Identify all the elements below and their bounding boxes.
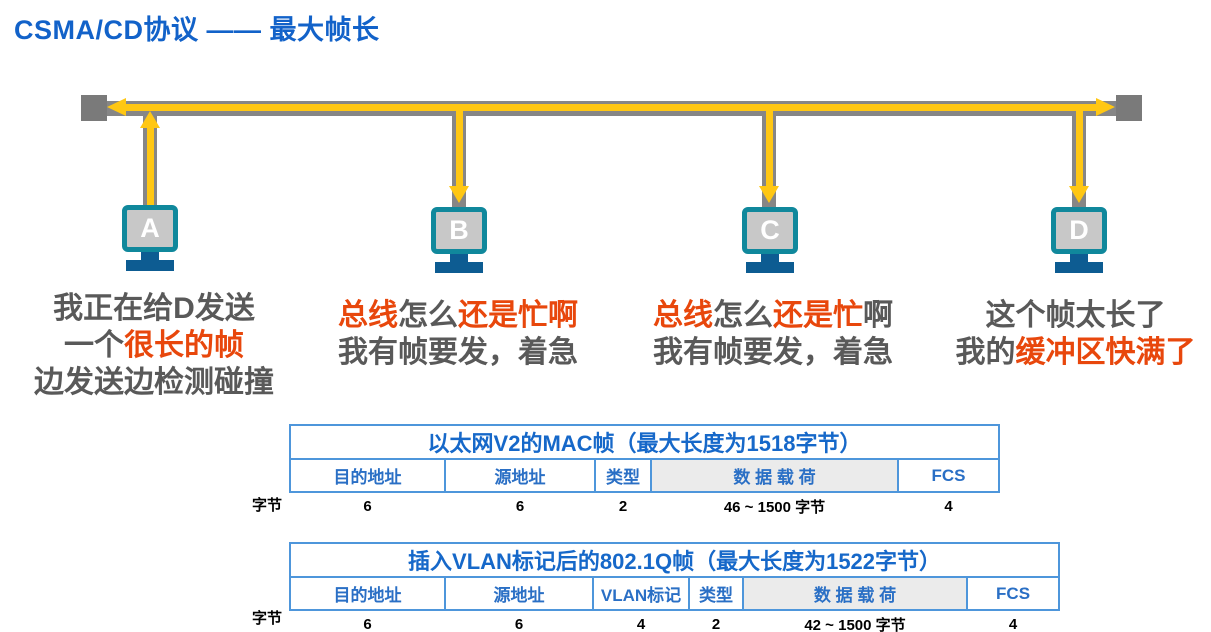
field-src-address: 源地址 <box>444 458 596 493</box>
computer-c-stand-neck <box>761 254 779 263</box>
signal-shaft-a <box>147 127 154 205</box>
bytes-vlan-tag: 4 <box>636 615 646 632</box>
mac-frame-fields-row: 目的地址 源地址 类型 数 据 载 荷 FCS <box>289 458 1001 493</box>
computer-b-stand-base <box>435 262 483 273</box>
field-fcs: FCS <box>965 576 1061 611</box>
computer-c-label: C <box>760 215 780 245</box>
field-payload: 数 据 载 荷 <box>650 458 899 493</box>
bytes-dest-address: 6 <box>363 497 372 515</box>
field-payload: 数 据 载 荷 <box>742 576 968 611</box>
arrow-left-icon <box>107 98 126 116</box>
bytes-type: 2 <box>618 497 628 515</box>
signal-shaft-d <box>1076 111 1083 187</box>
bytes-type: 2 <box>711 615 721 632</box>
speech-b-line2: 我有帧要发，着急 <box>338 336 578 369</box>
vlan-frame-table: 插入VLAN标记后的802.1Q帧（最大长度为1522字节） 目的地址 源地址 … <box>288 542 1061 632</box>
bytes-payload: 42 ~ 1500 字节 <box>804 616 906 632</box>
vlan-frame-unit-label: 字节 <box>252 610 283 627</box>
computer-d-icon: D <box>1051 207 1107 254</box>
field-dest-address: 目的地址 <box>289 458 446 493</box>
mac-frame-unit-label: 字节 <box>252 497 283 514</box>
speech-d-line2: 我的缓冲区快满了 <box>955 336 1196 369</box>
bytes-src-address: 6 <box>515 497 525 515</box>
vlan-frame-title: 插入VLAN标记后的802.1Q帧（最大长度为1522字节） <box>288 542 1061 578</box>
computer-b-label: B <box>449 215 469 245</box>
computer-a-label: A <box>140 213 160 243</box>
signal-line-horizontal <box>126 104 1096 111</box>
arrow-down-icon-d <box>1069 186 1089 203</box>
computer-d-stand-neck <box>1070 254 1088 263</box>
mac-frame-table: 以太网V2的MAC帧（最大长度为1518字节） 目的地址 源地址 类型 数 据 … <box>288 424 1001 519</box>
computer-c-stand-base <box>746 262 794 273</box>
computer-b-icon: B <box>431 207 487 254</box>
computer-a-stand-neck <box>141 252 159 261</box>
computer-c-icon: C <box>742 207 798 254</box>
speech-c-line1: 总线怎么还是忙啊 <box>653 299 893 332</box>
mac-frame-bytes-row: 6 6 2 46 ~ 1500 字节 4 <box>290 492 999 519</box>
field-src-address: 源地址 <box>444 576 594 611</box>
signal-shaft-b <box>456 111 463 187</box>
speech-a-line3: 边发送边检测碰撞 <box>34 366 274 399</box>
vlan-frame-bytes-row: 6 6 4 2 42 ~ 1500 字节 4 <box>290 610 1059 632</box>
field-type: 类型 <box>688 576 744 611</box>
speech-computer-a: 我正在给D发送 一个很长的帧 边发送边检测碰撞 <box>8 290 300 401</box>
speech-a-line2: 一个很长的帧 <box>64 329 244 362</box>
arrow-right-icon <box>1096 98 1115 116</box>
speech-c-line2: 我有帧要发，着急 <box>653 336 893 369</box>
vlan-frame-fields-row: 目的地址 源地址 VLAN标记 类型 数 据 载 荷 FCS <box>289 576 1061 611</box>
speech-a-line1: 我正在给D发送 <box>53 292 255 325</box>
computer-a-stand-base <box>126 260 174 271</box>
arrow-down-icon-b <box>449 186 469 203</box>
computer-d-stand-base <box>1055 262 1103 273</box>
bytes-fcs: 4 <box>1008 615 1018 632</box>
page-title: CSMA/CD协议 —— 最大帧长 <box>14 15 380 45</box>
speech-b-line1: 总线怎么还是忙啊 <box>338 299 578 332</box>
field-fcs: FCS <box>896 458 1001 493</box>
field-type: 类型 <box>594 458 652 493</box>
speech-computer-b: 总线怎么还是忙啊 我有帧要发，着急 <box>312 297 604 371</box>
bus-terminator-right <box>1116 95 1142 121</box>
bytes-dest-address: 6 <box>363 615 372 632</box>
bus-terminator-left <box>81 95 107 121</box>
computer-b-stand-neck <box>450 254 468 263</box>
arrow-up-icon-a <box>140 111 160 128</box>
field-vlan-tag: VLAN标记 <box>592 576 690 611</box>
bytes-fcs: 4 <box>944 497 953 515</box>
bytes-src-address: 6 <box>514 615 524 632</box>
signal-shaft-c <box>766 111 773 187</box>
field-dest-address: 目的地址 <box>289 576 446 611</box>
arrow-down-icon-c <box>759 186 779 203</box>
computer-d-label: D <box>1069 215 1089 245</box>
speech-computer-c: 总线怎么还是忙啊 我有帧要发，着急 <box>627 297 919 371</box>
speech-d-line1: 这个帧太长了 <box>985 299 1166 332</box>
computer-a-icon: A <box>122 205 178 252</box>
speech-computer-d: 这个帧太长了 我的缓冲区快满了 <box>933 297 1211 371</box>
bytes-payload: 46 ~ 1500 字节 <box>723 498 826 516</box>
mac-frame-title: 以太网V2的MAC帧（最大长度为1518字节） <box>288 424 1001 460</box>
